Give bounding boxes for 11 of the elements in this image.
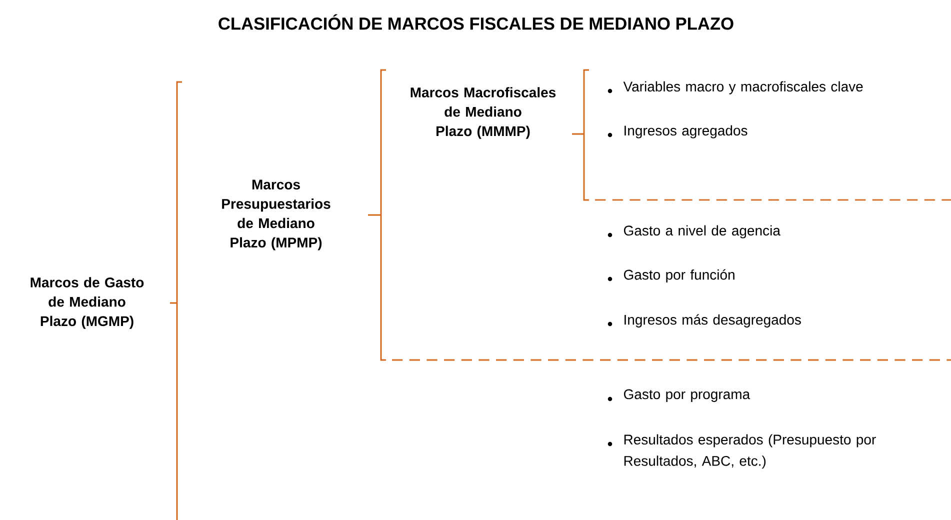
bullet-item: Gasto por función bbox=[624, 269, 734, 282]
bullet-item: Gasto a nivel de agencia bbox=[624, 225, 780, 238]
bullet-item: Ingresos más desagregados bbox=[624, 314, 801, 328]
heading-text: Marcos Presupuestarios de Mediano Plazo (MPMP) bbox=[222, 180, 330, 250]
bullet-item: Resultados esperados (Presupuesto por Resultados, ABC, etc.) bbox=[624, 434, 876, 469]
bullet-item: Gasto por programa bbox=[624, 389, 750, 402]
bullet-item: Ingresos agregados bbox=[624, 125, 748, 138]
title: CLASIFICACIÓN DE MARCOS FISCALES DE MEDIANO PLAZO bbox=[218, 14, 734, 30]
heading-text: Marcos de Gasto de Mediano Plazo (MGMP) bbox=[30, 277, 144, 329]
heading-text: Marcos Macrofiscales de Mediano Plazo (MMMP) bbox=[410, 87, 556, 139]
bullet-item: Variables macro y macrofiscales clave bbox=[623, 81, 863, 94]
